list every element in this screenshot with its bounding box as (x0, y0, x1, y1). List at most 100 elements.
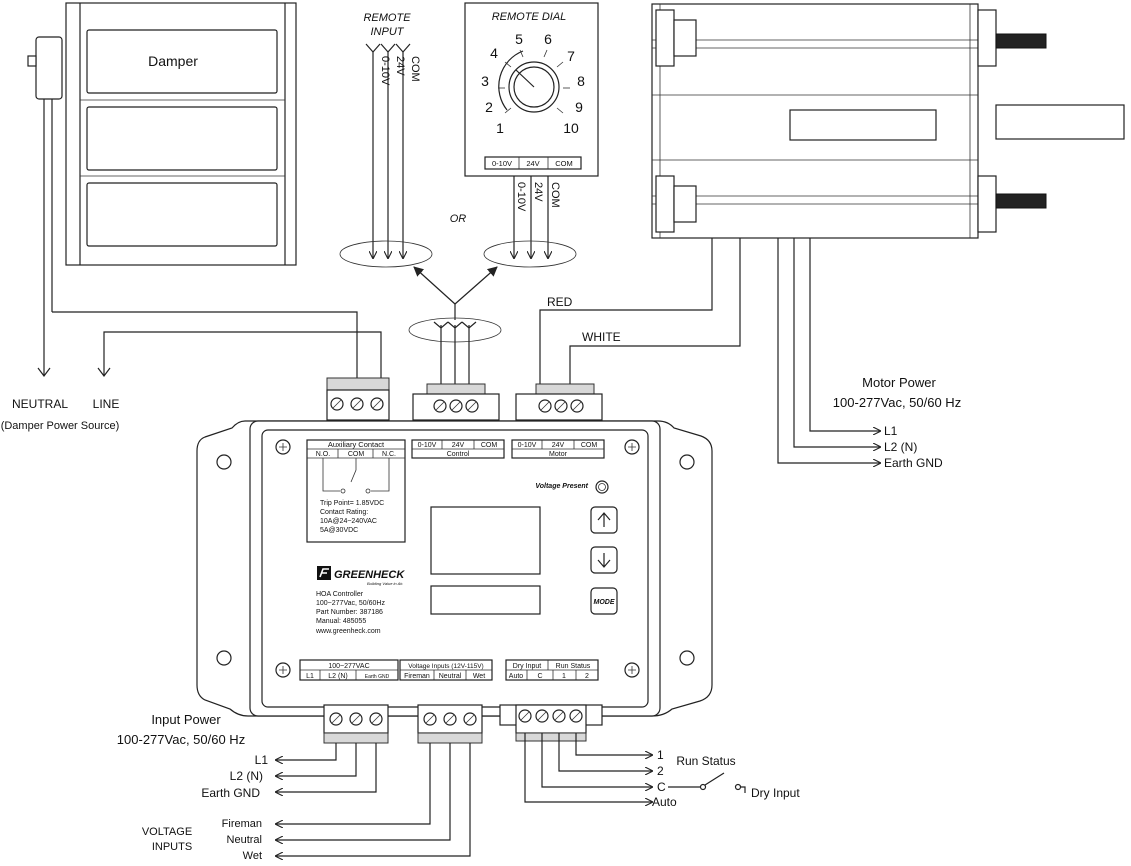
control-col-24v: 24V (452, 442, 465, 449)
mode-button-label: MODE (594, 599, 615, 606)
dial-number-4: 4 (490, 45, 498, 61)
dial-number-5: 5 (515, 31, 523, 47)
voltage-present-led (595, 480, 609, 494)
terminal-block-input-power (323, 704, 389, 744)
info-line-1: HOA Controller (316, 591, 364, 598)
motor-label: Motor (549, 451, 568, 458)
motor-col-0-10v: 0-10V (518, 442, 537, 449)
red-wire-label: RED (547, 295, 573, 309)
bottom-power-l1: L1 (306, 673, 314, 680)
dry-input-wiring (524, 733, 746, 802)
dry-input-c: C (657, 780, 666, 794)
dry-input-auto: Auto (652, 795, 677, 809)
info-line-5: www.greenheck.com (315, 628, 381, 635)
motor-label-strip: 0-10V 24V COM Motor (511, 439, 605, 459)
voltage-present-label: Voltage Present (535, 483, 588, 490)
aux-no: N.O. (316, 451, 330, 458)
line-label: LINE (93, 397, 120, 411)
remote-input: REMOTE INPUT 0-10V 24V COM (339, 12, 433, 268)
dial-number-3: 3 (481, 73, 489, 89)
bottom-power-title: 100~277VAC (328, 663, 369, 670)
damper-label: Damper (148, 53, 198, 69)
controller-info: HOA Controller 100~277Vac, 50/60Hz Part … (315, 591, 385, 635)
motor-power-gnd: Earth GND (884, 456, 943, 470)
dial-number-2: 2 (485, 99, 493, 115)
run-status-label: Run Status (676, 754, 735, 768)
secondary-display (430, 585, 541, 615)
bottom-run-1: 1 (562, 673, 566, 680)
down-arrow-icon (597, 553, 611, 568)
control-label-strip: 0-10V 24V COM Control (411, 439, 505, 459)
terminal-block-control (412, 383, 500, 421)
dial-number-8: 8 (577, 73, 585, 89)
dial-wire-24v: 24V (532, 182, 544, 202)
voltage-inputs-fireman: Fireman (222, 818, 262, 830)
bottom-run-2: 2 (585, 673, 589, 680)
remote-input-wire-com: COM (409, 56, 421, 82)
dial-number-9: 9 (575, 99, 583, 115)
motor-power-l2: L2 (N) (884, 440, 917, 454)
voltage-inputs-neutral: Neutral (227, 834, 262, 846)
voltage-inputs-wet: Wet (243, 850, 262, 862)
bottom-voltage-title: Voltage Inputs (12V-115V) (408, 663, 483, 670)
terminal-block-voltage-inputs (417, 704, 483, 744)
brand-tagline: Building Value in Air. (367, 581, 403, 586)
aux-note-4: 5A@30VDC (320, 527, 358, 534)
voltage-inputs-title-2: INPUTS (152, 841, 192, 853)
neutral-label: NEUTRAL (12, 397, 68, 411)
terminal-block-damper-power (326, 377, 390, 421)
terminal-block-motor (515, 383, 603, 421)
motor-col-24v: 24V (552, 442, 565, 449)
damper-unit: Damper (65, 2, 297, 266)
dial-terminal-com: COM (555, 159, 573, 168)
dial-number-6: 6 (544, 31, 552, 47)
aux-com: COM (348, 451, 365, 458)
run-status-2: 2 (657, 764, 664, 778)
damper-actuator (27, 36, 63, 375)
or-label: OR (450, 213, 467, 225)
aux-title: Auxiliary Contact (328, 440, 385, 449)
aux-nc: N.C. (382, 451, 396, 458)
bottom-dry-title: Dry Input (513, 663, 541, 670)
motor-power-l1: L1 (884, 424, 898, 438)
control-wiring (408, 266, 502, 385)
input-power-l2: L2 (N) (230, 769, 263, 783)
mode-button[interactable]: MODE (590, 587, 618, 615)
dial-number-7: 7 (567, 48, 575, 64)
run-status-1: 1 (657, 748, 664, 762)
voltage-inputs-wiring (276, 743, 471, 856)
input-power-wiring (276, 743, 377, 792)
brand-name: GREENHECK (334, 569, 405, 581)
dial-terminal-24v: 24V (526, 159, 539, 168)
dial-number-1: 1 (496, 120, 504, 136)
damper-power-source-label: (Damper Power Source) (1, 420, 120, 432)
remote-dial: REMOTE DIAL 1 2 3 4 5 6 7 8 9 10 0-10V 2… (464, 2, 599, 268)
terminal-block-dry-input (499, 704, 603, 742)
greenheck-logo: GREENHECK Building Value in Air. (317, 566, 405, 586)
dial-number-10: 10 (563, 120, 579, 136)
remote-input-title-1: REMOTE (363, 12, 411, 24)
white-wire-label: WHITE (582, 330, 621, 344)
dial-tick-marks (498, 49, 570, 114)
remote-input-title-2: INPUT (371, 26, 405, 38)
bottom-power-gnd: Earth GND (365, 674, 390, 680)
aux-note-1: Trip Point= 1.85VDC (320, 500, 384, 507)
aux-note-3: 10A@24~240VAC (320, 518, 377, 525)
motor-power-wiring (539, 238, 880, 463)
motor-power-title: Motor Power (862, 375, 936, 390)
input-power-gnd: Earth GND (201, 786, 260, 800)
control-col-0-10v: 0-10V (418, 442, 437, 449)
voltage-inputs-title-1: VOLTAGE (142, 826, 192, 838)
dial-wire-com: COM (549, 182, 561, 208)
down-button[interactable] (590, 546, 618, 574)
bottom-voltage-neutral: Neutral (439, 673, 462, 680)
info-line-4: Manual: 485055 (316, 618, 366, 625)
auxiliary-contact-panel: Auxiliary Contact N.O. COM N.C. Trip Poi… (306, 439, 406, 543)
up-button[interactable] (590, 506, 618, 534)
control-label: Control (447, 451, 470, 458)
remote-input-wire-0-10v: 0-10V (379, 56, 391, 86)
motor-power-spec: 100-277Vac, 50/60 Hz (833, 395, 961, 410)
input-power-l1: L1 (255, 753, 269, 767)
bottom-voltage-wet: Wet (473, 673, 485, 680)
